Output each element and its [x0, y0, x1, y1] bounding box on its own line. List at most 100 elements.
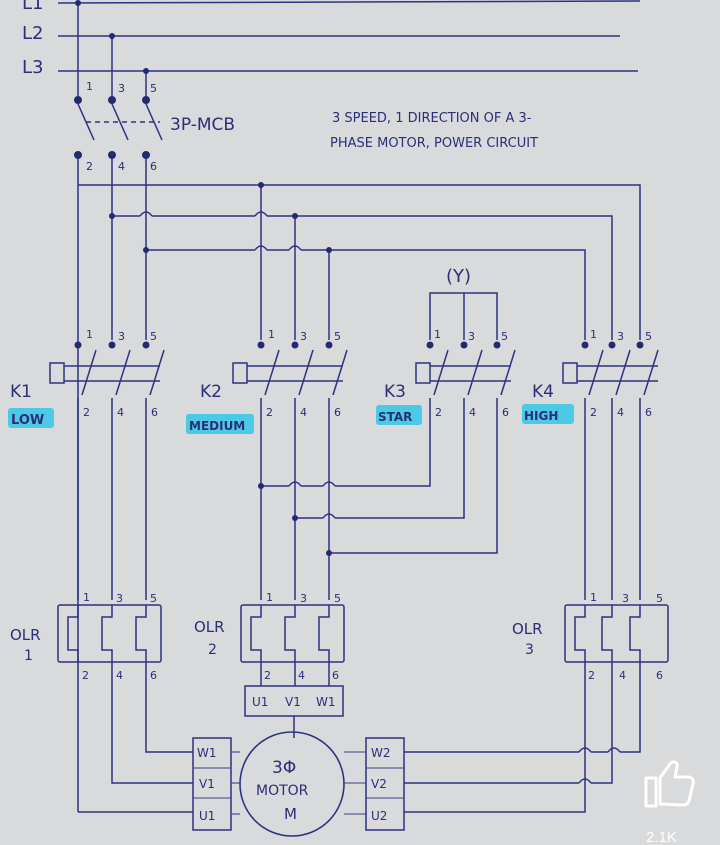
k1-label: K1 [10, 382, 32, 402]
olr1-terminal-3: 3 [116, 592, 123, 605]
motor-top-terminal-v1: V1 [285, 695, 301, 709]
k1-terminal-3: 3 [118, 330, 125, 343]
olr2-terminal-2: 2 [264, 669, 271, 682]
olr-1 [57, 604, 162, 663]
motor-right-terminal-w2: W2 [371, 746, 391, 760]
k1-highlight [8, 408, 54, 428]
olr3-output-wiring [404, 662, 641, 813]
k2-highlight [186, 414, 254, 434]
k4-terminal-2: 2 [590, 406, 597, 419]
olr3-terminal-3: 3 [622, 592, 629, 605]
k2-terminal-6: 6 [334, 406, 341, 419]
contactor-k1 [49, 341, 165, 600]
k4-terminal-6: 6 [645, 406, 652, 419]
olr1-terminal-4: 4 [116, 669, 123, 682]
olr2-number: 2 [208, 642, 217, 658]
line-label-l3: L3 [22, 57, 43, 78]
motor-top-terminal-w1: W1 [316, 695, 336, 709]
motor-label: MOTOR [256, 783, 309, 799]
olr3-terminal-2: 2 [588, 669, 595, 682]
motor-top-terminal-u1: U1 [252, 695, 268, 709]
motor-left-terminal-w1: W1 [197, 746, 217, 760]
k3-terminal-6: 6 [502, 406, 509, 419]
motor-left-terminal-v1: V1 [199, 777, 215, 791]
k4-label: K4 [532, 382, 554, 402]
k2-terminal-1: 1 [268, 328, 275, 341]
k1-function: LOW [11, 413, 44, 428]
contactor-k3 [415, 341, 516, 396]
k1-terminal-4: 4 [117, 406, 124, 419]
diagram-title-line2: PHASE MOTOR, POWER CIRCUIT [330, 136, 538, 151]
olr1-terminal-1: 1 [83, 591, 90, 604]
motor-letter: M [284, 805, 297, 823]
motor-right-terminal-u2: U2 [371, 809, 387, 823]
olr3-label: OLR [512, 620, 543, 638]
diagram-title-line1: 3 SPEED, 1 DIRECTION OF A 3- [332, 111, 532, 126]
mcb-terminal-2: 2 [86, 160, 93, 173]
k3-highlight [376, 405, 422, 425]
mcb-terminal-5: 5 [150, 82, 157, 95]
k3-function: STAR [378, 410, 412, 424]
olr-3 [564, 604, 669, 663]
k1-terminal-5: 5 [150, 330, 157, 343]
olr3-terminal-4: 4 [619, 669, 626, 682]
k3-terminal-2: 2 [435, 406, 442, 419]
k1-terminal-2: 2 [83, 406, 90, 419]
k3-terminal-1: 1 [434, 328, 441, 341]
k2-terminal-2: 2 [266, 406, 273, 419]
olr3-terminal-1: 1 [590, 591, 597, 604]
mcb-label: 3P-MCB [170, 115, 235, 135]
k3-terminal-4: 4 [469, 406, 476, 419]
mcb-terminal-3: 3 [118, 82, 125, 95]
k4-terminal-3: 3 [617, 330, 624, 343]
motor-right-terminal-v2: V2 [371, 777, 387, 791]
olr1-terminal-5: 5 [150, 592, 157, 605]
k2-function: MEDIUM [189, 419, 245, 433]
olr2-terminal-5: 5 [334, 592, 341, 605]
k1-terminal-1: 1 [86, 328, 93, 341]
k3-terminal-3: 3 [468, 330, 475, 343]
k3-label: K3 [384, 382, 406, 402]
k4-terminal-1: 1 [590, 328, 597, 341]
supply-lines [57, 0, 641, 100]
k4-function: HIGH [524, 409, 558, 423]
olr1-label: OLR [10, 626, 41, 644]
mcb-terminal-4: 4 [118, 160, 125, 173]
k2-terminal-4: 4 [300, 406, 307, 419]
k3-terminal-5: 5 [501, 330, 508, 343]
contactor-k2 [232, 341, 348, 600]
olr2-label: OLR [194, 618, 225, 636]
motor [192, 731, 405, 837]
contactor-k4 [562, 341, 659, 600]
k2-terminal-3: 3 [300, 330, 307, 343]
olr3-terminal-5: 5 [656, 592, 663, 605]
line-label-l2: L2 [22, 23, 43, 44]
olr2-terminal-6: 6 [332, 669, 339, 682]
star-links [258, 398, 498, 556]
olr1-terminal-2: 2 [82, 669, 89, 682]
k4-terminal-5: 5 [645, 330, 652, 343]
k2-terminal-5: 5 [334, 330, 341, 343]
mcb [74, 96, 163, 159]
star-bridge [429, 292, 498, 340]
k4-highlight [522, 404, 574, 424]
motor-phase-symbol: 3Φ [272, 758, 296, 778]
like-count: 2.1K [646, 829, 677, 845]
olr1-output-wiring [78, 662, 193, 813]
olr2-terminal-4: 4 [298, 669, 305, 682]
olr-2 [240, 604, 345, 663]
olr2-terminal-1: 1 [266, 591, 273, 604]
olr1-terminal-6: 6 [150, 669, 157, 682]
thumbs-up-icon[interactable] [644, 760, 695, 808]
olr1-number: 1 [24, 648, 33, 664]
k4-terminal-4: 4 [617, 406, 624, 419]
mcb-terminal-6: 6 [150, 160, 157, 173]
star-label: (Y) [446, 266, 471, 287]
olr3-terminal-6: 6 [656, 669, 663, 682]
olr3-number: 3 [525, 642, 534, 658]
k2-label: K2 [200, 382, 222, 402]
k1-terminal-6: 6 [151, 406, 158, 419]
mcb-terminal-1: 1 [86, 80, 93, 93]
